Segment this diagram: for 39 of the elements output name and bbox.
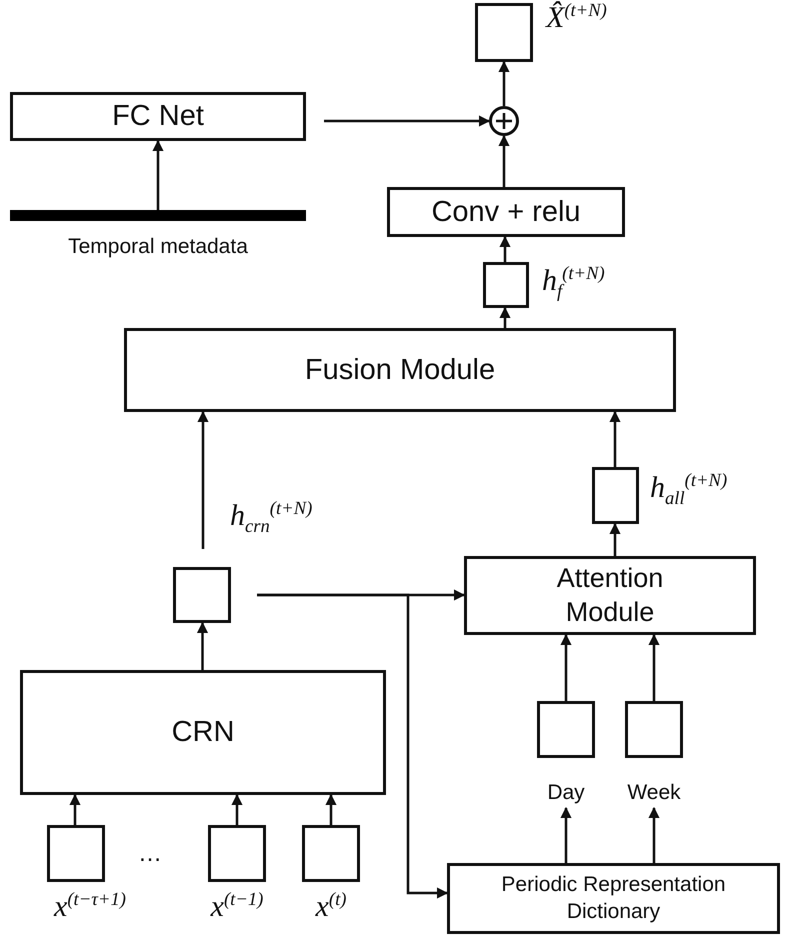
arrow <box>498 60 510 106</box>
arrow <box>325 794 337 825</box>
process-box <box>10 92 306 141</box>
math-label: X̂$^{(t+N)}$ <box>546 0 607 35</box>
arrow <box>152 140 164 210</box>
arrow <box>69 794 81 825</box>
process-box <box>464 556 756 635</box>
box-label: CRN <box>172 715 234 750</box>
arrow <box>648 806 660 863</box>
arrow <box>257 594 448 899</box>
box-label: Periodic Representation Dictionary <box>500 872 727 924</box>
arrow <box>560 806 572 863</box>
arrow <box>197 410 209 549</box>
process-box <box>20 670 386 795</box>
arrow <box>609 410 621 467</box>
box-label: Conv + relu <box>431 194 581 230</box>
arrow <box>560 634 572 701</box>
box-label: FC Net <box>112 99 204 134</box>
arrow <box>324 115 490 127</box>
process-box <box>387 187 625 237</box>
math-label: x$^{(t)}$ <box>316 889 346 924</box>
arrow <box>498 134 510 187</box>
node-label: Temporal metadata <box>68 235 248 259</box>
arrow <box>648 634 660 701</box>
node-label: Week <box>627 781 681 805</box>
ellipsis: … <box>138 840 162 868</box>
arrow <box>231 794 243 825</box>
arrow <box>609 522 621 556</box>
arrow <box>499 236 511 262</box>
math-label: x$^{(t−1)}$ <box>210 889 264 924</box>
math-label: x$^{(t−τ+1)}$ <box>54 889 126 924</box>
arrow <box>499 306 511 328</box>
sum-circle <box>489 106 519 136</box>
process-box <box>124 328 676 412</box>
arrow <box>196 622 208 670</box>
box-label: Attention Module <box>556 562 664 628</box>
box-label: Fusion Module <box>304 352 496 388</box>
process-box <box>447 863 780 934</box>
node-label: Day <box>547 781 585 805</box>
